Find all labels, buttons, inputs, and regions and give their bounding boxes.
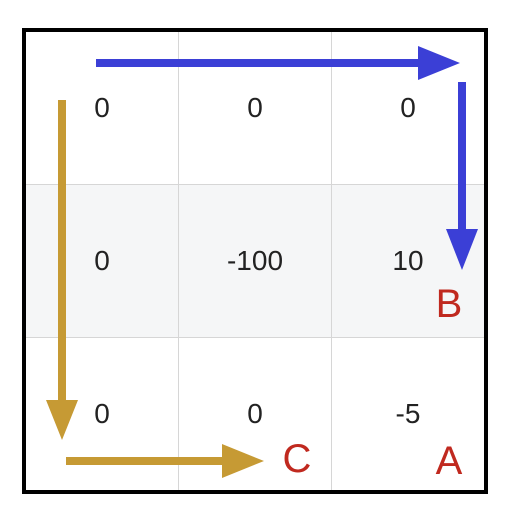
grid-row: 0 0 0 xyxy=(26,32,484,186)
cell-value: 0 xyxy=(94,397,110,429)
cell-value: 0 xyxy=(400,92,416,124)
cell-value: 10 xyxy=(392,244,424,276)
cell-value: 0 xyxy=(94,92,110,124)
grid-cell: 0 xyxy=(26,32,179,186)
value-grid: 0 0 0 0 -100 10 0 0 -5 xyxy=(26,32,484,490)
cell-value: 0 xyxy=(247,92,263,124)
grid-frame: 0 0 0 0 -100 10 0 0 -5 xyxy=(22,28,488,494)
cell-value: 0 xyxy=(247,397,263,429)
cell-value: 0 xyxy=(94,244,110,276)
grid-row: 0 -100 10 xyxy=(26,184,484,338)
grid-cell: 0 xyxy=(26,336,179,490)
cell-value: -5 xyxy=(395,397,421,429)
grid-cell: 10 xyxy=(330,184,484,338)
grid-cell: 0 xyxy=(330,32,484,186)
grid-cell: 0 xyxy=(26,184,179,338)
grid-cell: 0 xyxy=(178,336,332,490)
grid-cell: -5 xyxy=(330,336,484,490)
grid-cell: -100 xyxy=(178,184,332,338)
grid-row: 0 0 -5 xyxy=(26,336,484,490)
grid-cell: 0 xyxy=(178,32,332,186)
cell-value: -100 xyxy=(226,244,284,276)
